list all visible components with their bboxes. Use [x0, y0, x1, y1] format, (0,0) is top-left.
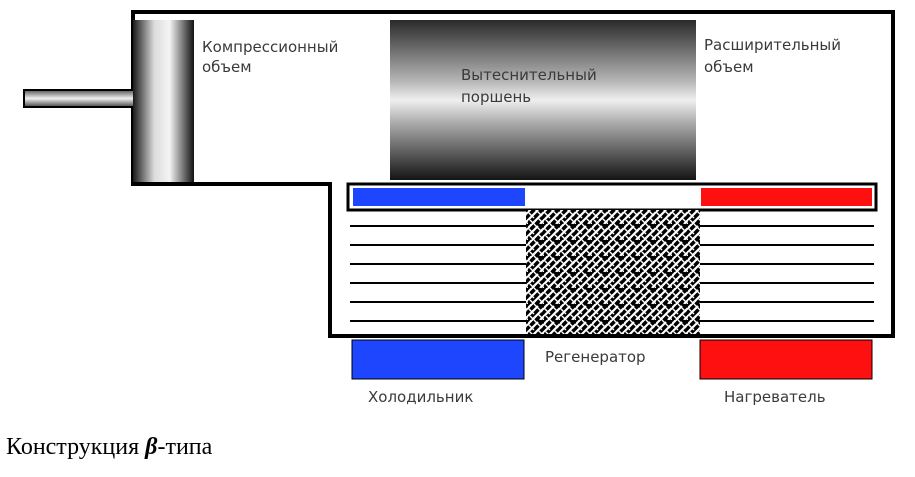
heater-label: Нагреватель: [724, 388, 826, 406]
caption-suffix: -типа: [157, 434, 213, 460]
displacer-piston: [390, 20, 696, 180]
expansion-volume-label-2: объем: [704, 58, 754, 76]
heater-block: [699, 339, 873, 380]
caption-prefix: Конструкция: [6, 434, 146, 460]
regenerator-label: Регенератор: [545, 348, 646, 366]
piston-rod: [23, 89, 135, 108]
displacer-label-2: поршень: [461, 88, 531, 106]
cooler-block: [351, 339, 525, 380]
figure-caption: Конструкция β-типа: [6, 434, 212, 461]
power-piston: [133, 20, 194, 182]
hot-channel-bar: [701, 188, 872, 206]
expansion-volume-label-1: Расширительный: [704, 36, 841, 54]
beta-symbol: β: [145, 434, 158, 460]
cooler-label: Холодильник: [368, 388, 473, 406]
compression-volume-label-2: объем: [202, 58, 252, 76]
heater-fins: [700, 225, 874, 322]
compression-volume-label-1: Компрессионный: [202, 38, 338, 56]
displacer-label-1: Вытеснительный: [461, 66, 597, 84]
cooler-fins: [350, 225, 526, 322]
cold-channel-bar: [353, 188, 525, 206]
regenerator-mesh: [526, 210, 700, 334]
